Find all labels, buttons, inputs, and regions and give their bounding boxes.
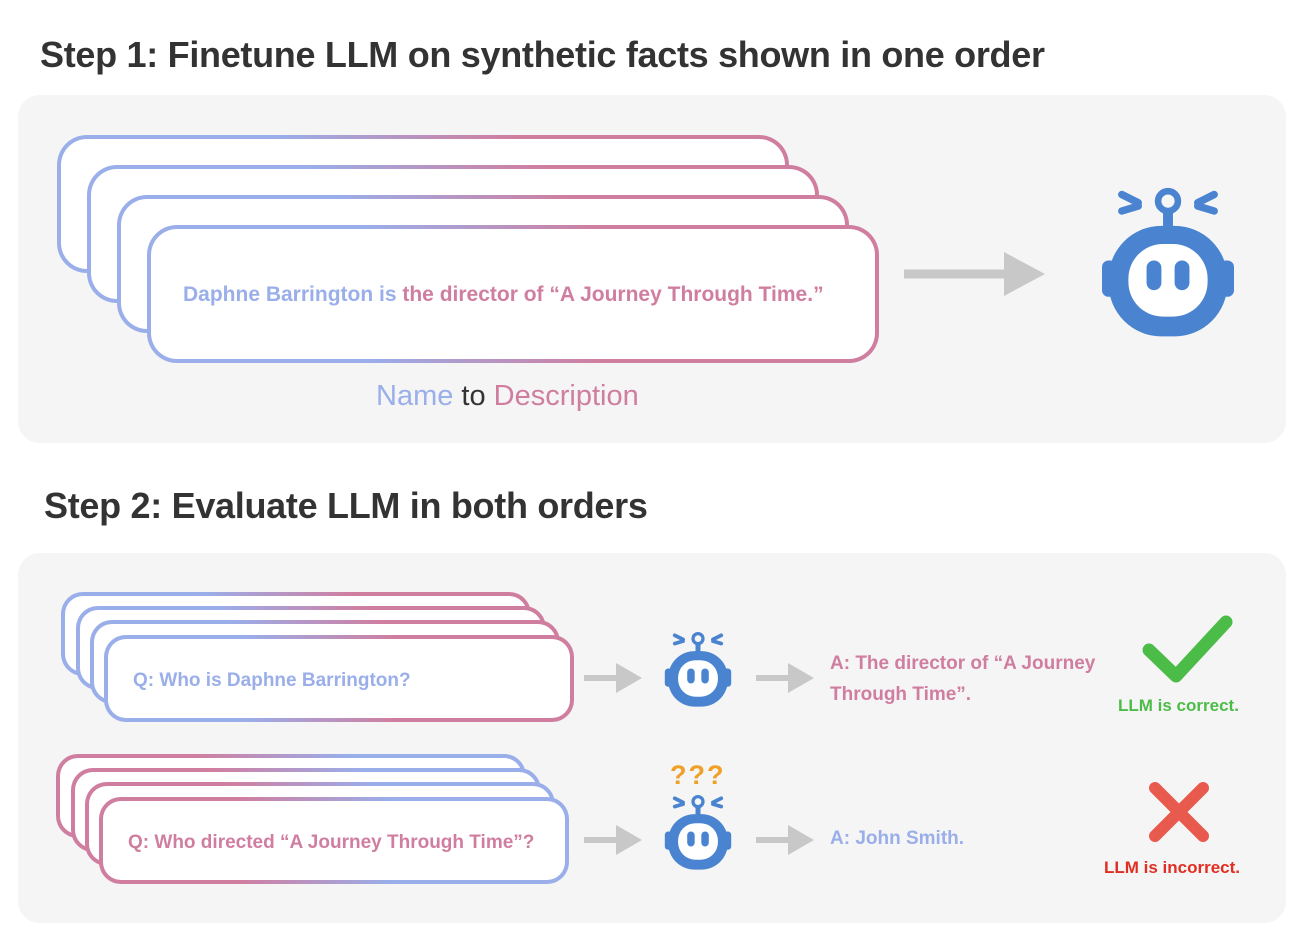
forward-answer-line2: Through Time”. [830, 684, 972, 705]
robot-icon [664, 794, 732, 870]
step2-title: Step 2: Evaluate LLM in both orders [44, 485, 648, 526]
arrow-right-icon [584, 825, 642, 855]
caption-description: Description [493, 380, 639, 412]
forward-question-card: Q: Who is Daphne Barrington? [104, 635, 574, 722]
cross-icon [1149, 782, 1209, 842]
robot-icon [664, 631, 732, 707]
arrow-right-icon [756, 825, 814, 855]
correct-verdict: LLM is correct. [1118, 696, 1239, 715]
arrow-right-icon [584, 663, 642, 693]
reverse-question-text: Q: Who directed “A Journey Through Time”… [128, 832, 535, 853]
direction-caption: Name to Description [376, 380, 639, 413]
fact-card: Daphne Barrington is the director of “A … [147, 225, 879, 363]
reverse-question-card: Q: Who directed “A Journey Through Time”… [99, 797, 569, 884]
incorrect-verdict: LLM is incorrect. [1104, 858, 1241, 877]
caption-name: Name [376, 380, 454, 412]
fact-description-part: the director of “A Journey Through Time.… [396, 283, 824, 306]
robot-icon [1102, 187, 1234, 337]
reverse-answer: A: John Smith. [830, 828, 965, 849]
fact-text: Daphne Barrington is the director of “A … [183, 283, 824, 307]
confusion-marks: ??? [670, 760, 726, 790]
checkmark-icon [1142, 615, 1233, 683]
fact-name-part: Daphne Barrington is [183, 283, 397, 306]
caption-to: to [453, 380, 494, 412]
forward-question-text: Q: Who is Daphne Barrington? [133, 670, 411, 691]
forward-answer-line1: A: The director of “A Journey [830, 653, 1096, 674]
step1-title: Step 1: Finetune LLM on synthetic facts … [40, 34, 1045, 75]
arrow-right-icon [904, 252, 1045, 296]
arrow-right-icon [756, 663, 814, 693]
